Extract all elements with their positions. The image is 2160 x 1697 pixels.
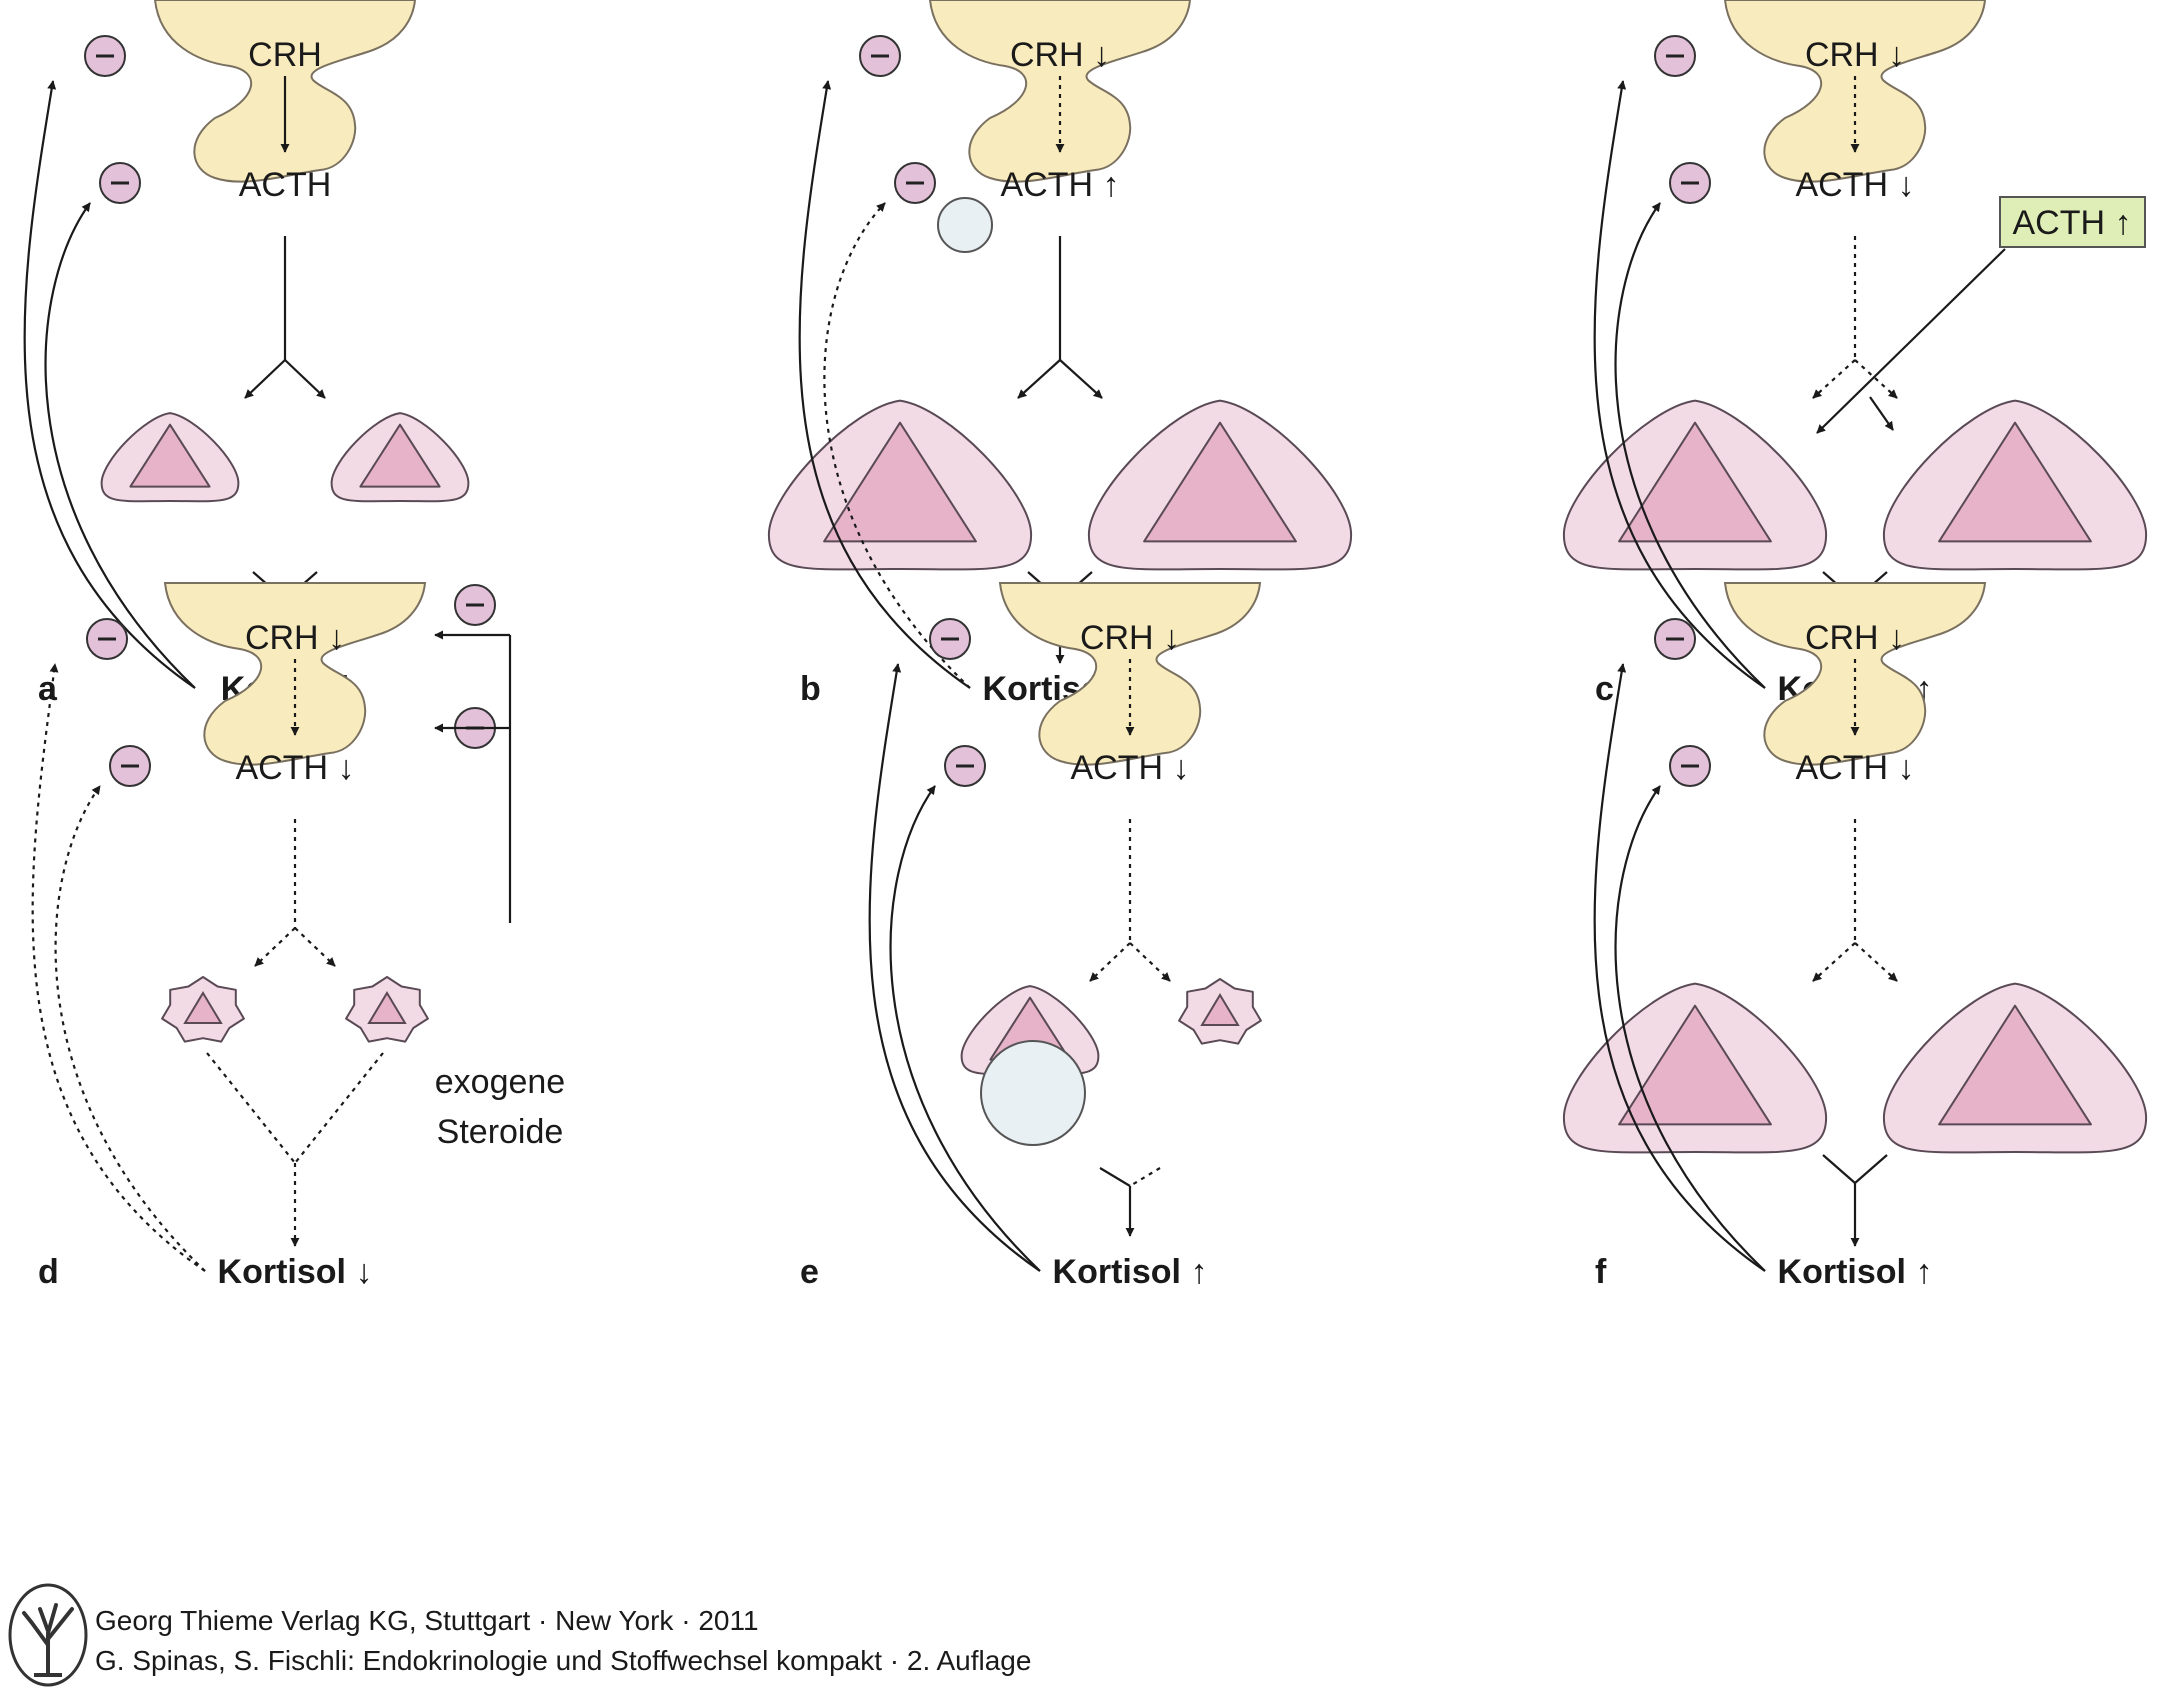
panels-layer: CRHACTHKortisolaCRH ↓ACTH ↑Kortisol ↑bCR… — [23, 0, 2148, 1291]
acth-fork-right — [1854, 359, 1898, 399]
panel-f: CRH ↓ ACTH ↓ Kortisol ↑ f — [1562, 582, 2148, 1291]
panel-letter-d: d — [38, 1253, 59, 1291]
pituitary-gland — [928, 0, 1192, 183]
merge-left — [1822, 1154, 1856, 1184]
hypothalamus-feedback-minus — [86, 618, 128, 660]
adrenal-right — [1882, 982, 2148, 1154]
crh-label: CRH ↓ — [1010, 36, 1110, 74]
ectopic-acth-box — [1999, 196, 2146, 248]
hypothalamus-feedback-minus — [929, 618, 971, 660]
merge-right — [1854, 1154, 1888, 1184]
acth-label: ACTH ↓ — [1796, 166, 1915, 204]
feedback-to-hypothalamus — [868, 663, 1041, 1272]
pituitary-feedback-minus — [99, 162, 141, 204]
feedback-to-pituitary — [823, 202, 971, 689]
feedback-to-hypothalamus — [23, 80, 196, 689]
cortisol-label: Kortisol ↓ — [218, 1253, 373, 1291]
feedback-to-hypothalamus — [1593, 663, 1766, 1272]
hypothalamus-feedback-minus — [1654, 618, 1696, 660]
pituitary-feedback-minus — [1669, 162, 1711, 204]
panel-letter-f: f — [1595, 1253, 1607, 1291]
cortisol-label: Kortisol ↑ — [1053, 1253, 1208, 1291]
acth-fork-left — [244, 359, 286, 399]
merge-right — [1129, 1167, 1161, 1187]
adrenal-left-atrophic — [161, 976, 245, 1043]
pituitary-gland — [1723, 0, 1987, 183]
cortisol-label: Kortisol ↑ — [1778, 1253, 1933, 1291]
panel-letter-b: b — [800, 670, 821, 708]
acth-label: ACTH ↓ — [1796, 749, 1915, 787]
adrenal-left — [1562, 982, 1828, 1154]
tree-logo-icon — [8, 1583, 88, 1687]
feedback-to-hypothalamus — [798, 80, 971, 689]
crh-label: CRH ↓ — [1805, 619, 1905, 657]
acth-label: ACTH ↓ — [1071, 749, 1190, 787]
exogenous-minus-hypothalamus — [454, 584, 496, 626]
pituitary-feedback-minus — [944, 745, 986, 787]
acth-fork-left — [1812, 359, 1856, 399]
adrenal-right — [1087, 399, 1353, 571]
crh-label: CRH ↓ — [1080, 619, 1180, 657]
publisher-line-2: G. Spinas, S. Fischli: Endokrinologie un… — [95, 1645, 1031, 1676]
exogenous-label-line2: Steroide — [437, 1113, 564, 1151]
merge-left — [1099, 1167, 1131, 1187]
feedback-to-pituitary — [1614, 785, 1766, 1272]
acth-label: ACTH ↑ — [1001, 166, 1120, 204]
acth-fork-right — [294, 927, 336, 967]
acth-label: ACTH — [239, 166, 332, 204]
hypothalamus-feedback-minus — [84, 35, 126, 77]
crh-label: CRH ↓ — [1805, 36, 1905, 74]
acth-fork-left — [1812, 942, 1856, 982]
panel-letter-e: e — [800, 1253, 819, 1291]
acth-label: ACTH ↓ — [236, 749, 355, 787]
acth-fork-right — [1854, 942, 1898, 982]
adrenal-left — [100, 412, 240, 503]
pituitary-feedback-minus — [1669, 745, 1711, 787]
hypothalamus-feedback-minus — [1654, 35, 1696, 77]
pituitary-feedback-minus — [894, 162, 936, 204]
adrenal-tumor — [980, 1040, 1086, 1146]
feedback-to-pituitary — [54, 785, 206, 1272]
feedback-to-hypothalamus — [1593, 80, 1766, 689]
acth-fork-left — [254, 927, 296, 967]
adrenal-left — [767, 399, 1033, 571]
merge-right — [294, 1052, 384, 1164]
pituitary-adenoma — [937, 197, 993, 253]
crh-label: CRH ↓ — [245, 619, 345, 657]
acth-fork-right — [1129, 942, 1171, 982]
feedback-to-pituitary — [44, 202, 196, 689]
acth-fork-right — [1059, 359, 1103, 399]
feedback-to-pituitary — [889, 785, 1041, 1272]
adrenal-left — [1562, 399, 1828, 571]
panel-letter-c: c — [1595, 670, 1614, 708]
pituitary-gland — [1723, 582, 1987, 766]
feedback-to-pituitary — [1614, 202, 1766, 689]
ectopic-arrow-left — [1816, 248, 2006, 434]
panel-b: CRH ↓ACTH ↑Kortisol ↑b — [767, 0, 1353, 708]
adrenal-right-atrophic — [1178, 978, 1262, 1045]
ectopic-arrow-right — [1869, 396, 1894, 431]
panel-e: CRH ↓ ACTH ↓ Kortisol ↑ e — [800, 582, 1262, 1291]
acth-fork-right — [284, 359, 326, 399]
publisher-line-1: Georg Thieme Verlag KG, Stuttgart · New … — [95, 1605, 759, 1636]
publisher-footer: Georg Thieme Verlag KG, Stuttgart · New … — [8, 1583, 1031, 1687]
hypothalamus-feedback-minus — [859, 35, 901, 77]
adrenal-right — [330, 412, 470, 503]
panel-letter-a: a — [38, 670, 58, 708]
pituitary-gland — [163, 582, 427, 766]
merge-left — [206, 1052, 296, 1164]
acth-fork-left — [1089, 942, 1131, 982]
feedback-to-hypothalamus — [31, 663, 206, 1272]
pituitary-gland — [998, 582, 1262, 766]
crh-label: CRH — [248, 36, 322, 74]
exogenous-label-line1: exogene — [435, 1063, 565, 1101]
acth-fork-left — [1017, 359, 1061, 399]
adrenal-right — [1882, 399, 2148, 571]
adrenal-right-atrophic — [345, 976, 429, 1043]
pituitary-feedback-minus — [109, 745, 151, 787]
ectopic-acth-label: ACTH ↑ — [2013, 204, 2132, 242]
